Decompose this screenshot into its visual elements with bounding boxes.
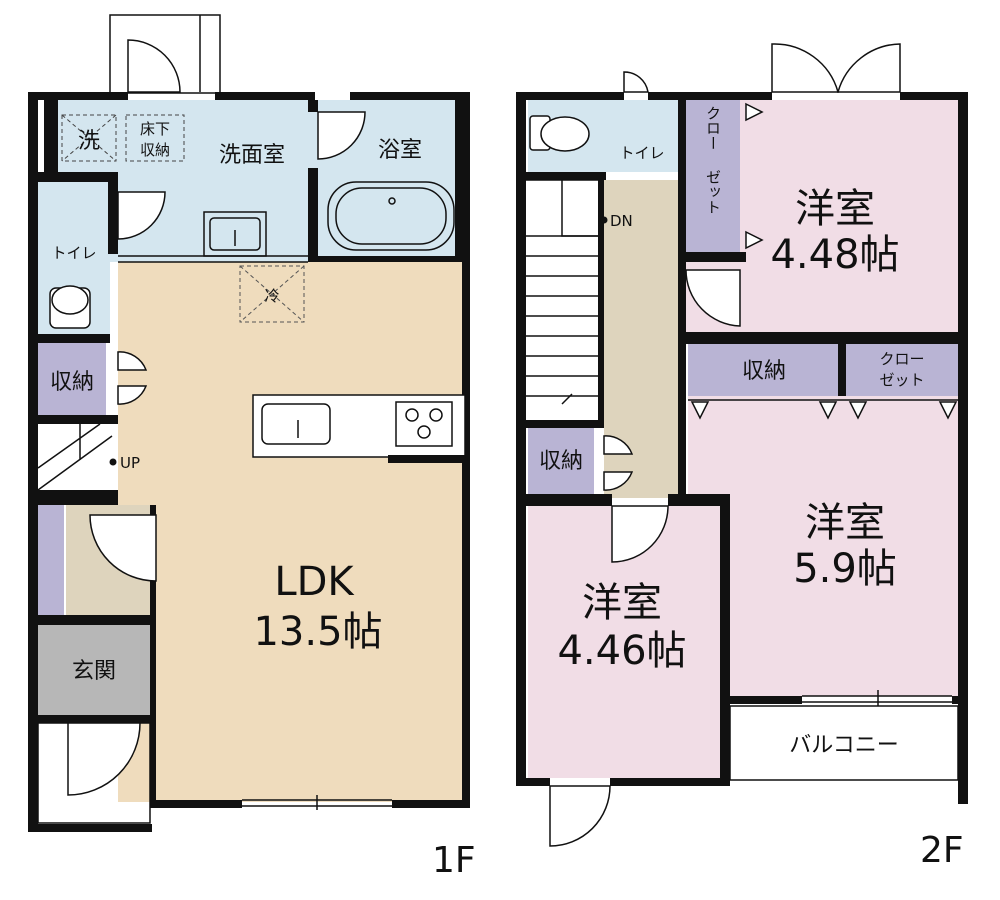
toilet-2f-label: トイレ	[619, 144, 664, 162]
storage-left-area	[528, 428, 594, 494]
closet-vertical-area	[686, 100, 740, 252]
room-e-area	[688, 396, 958, 696]
ldk-area-lower	[155, 490, 175, 802]
fridge-label: 冷	[264, 287, 279, 305]
washroom-label: 洗面室	[219, 143, 285, 168]
storage-1f-label: 収納	[50, 370, 94, 395]
closet-vertical-label-1: クロー	[704, 106, 722, 151]
storage-1f-area	[38, 343, 106, 415]
closet-top-area	[846, 344, 958, 396]
down-label: DN	[610, 212, 633, 230]
storage-top-label: 収納	[742, 359, 786, 384]
balcony-label: バルコニー	[789, 733, 899, 758]
room-ne-size: 4.48帖	[770, 232, 899, 278]
room-e-label: 洋室	[805, 500, 885, 546]
ldk-size: 13.5帖	[253, 609, 382, 655]
floor-1	[28, 14, 470, 832]
floor-1-label: 1F	[432, 840, 476, 881]
room-ne-label: 洋室	[795, 186, 875, 232]
ldk-area	[118, 262, 470, 802]
underfloor-label-2: 収納	[140, 141, 170, 159]
room-sw-size: 4.46帖	[557, 628, 686, 674]
up-label: UP	[120, 454, 140, 472]
laundry-label: 洗	[78, 129, 100, 154]
room-ne-area	[740, 100, 958, 332]
room-e-size: 5.9帖	[793, 546, 897, 592]
storage-top-area	[688, 344, 838, 396]
toilet-1f-label: トイレ	[51, 244, 96, 262]
shoe-storage-area	[38, 505, 64, 615]
entrance-area	[38, 625, 150, 715]
storage-left-label: 収納	[539, 449, 583, 474]
floor-2-label: 2F	[920, 830, 964, 871]
bath-label: 浴室	[378, 138, 422, 163]
closet-top-label-2: ゼット	[879, 371, 924, 389]
closet-vertical-label-2: ゼット	[704, 170, 722, 215]
entrance-label: 玄関	[72, 659, 116, 684]
room-sw-label: 洋室	[582, 580, 662, 626]
underfloor-label-1: 床下	[140, 120, 170, 138]
floor-2	[516, 43, 968, 847]
closet-top-label-1: クロー	[879, 350, 924, 368]
ldk-label: LDK	[274, 559, 355, 605]
